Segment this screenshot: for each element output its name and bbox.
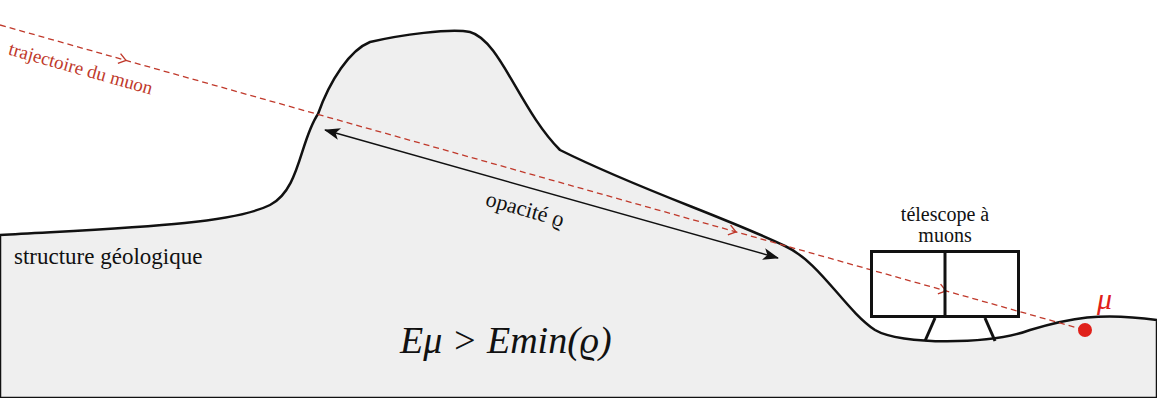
structure-label: structure géologique xyxy=(14,244,202,270)
telescope-label: télescope à muons xyxy=(897,204,993,246)
direction-chevron xyxy=(930,286,945,290)
energy-condition: Eμ > Emin(ϱ) xyxy=(400,318,612,362)
muon-symbol: μ xyxy=(1097,282,1112,316)
direction-chevron xyxy=(110,56,125,60)
telescope-leg xyxy=(925,318,935,341)
muon-trajectory xyxy=(0,25,1085,330)
geological-structure xyxy=(0,31,1157,398)
muon-telescope: télescope à muons xyxy=(870,250,1020,318)
telescope-leg xyxy=(985,318,995,341)
opacity-arrow xyxy=(325,130,778,258)
telescope-divider xyxy=(944,250,947,318)
direction-chevron xyxy=(720,227,735,231)
muon-dot xyxy=(1078,323,1092,337)
